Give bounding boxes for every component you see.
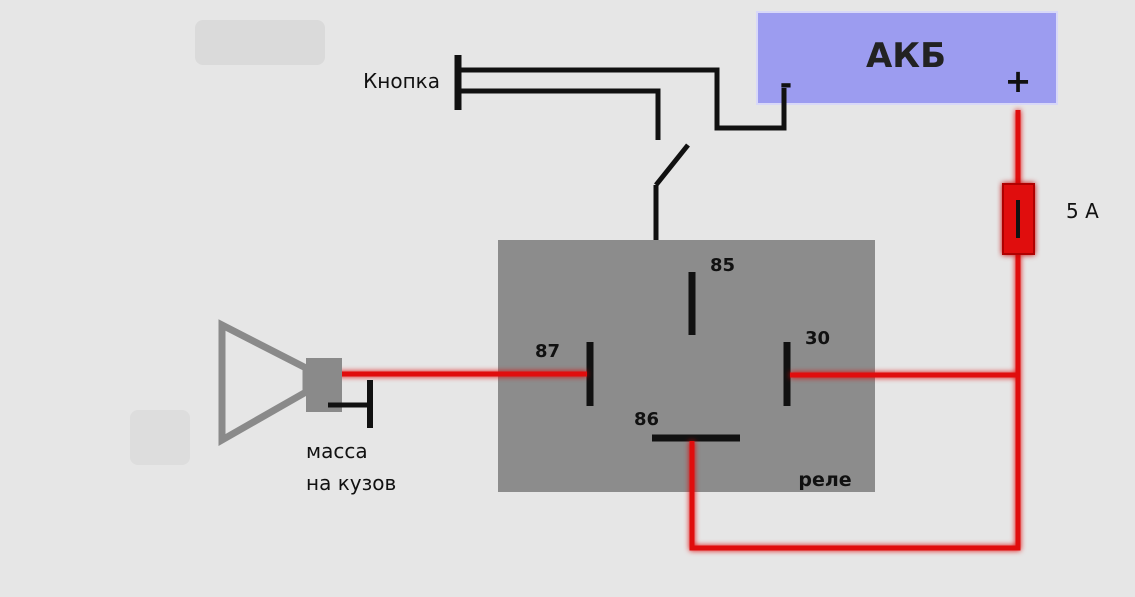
relay-body <box>498 240 875 492</box>
relay: 85 87 30 86 реле <box>498 240 875 492</box>
button-label: Кнопка <box>363 69 440 93</box>
ground-label-line2: на кузов <box>306 471 396 495</box>
wire-battery-minus-to-button <box>458 67 787 131</box>
ground-label-line1: масса <box>306 439 368 463</box>
battery-title: АКБ <box>866 36 946 76</box>
button-lever-wire <box>458 88 661 140</box>
background-smudge <box>130 410 190 465</box>
relay-pin-86-label: 86 <box>634 409 659 430</box>
relay-pin-30-label: 30 <box>805 328 830 349</box>
power-wire-red <box>330 110 1021 551</box>
battery: АКБ - + <box>756 11 1058 105</box>
background-smudge <box>195 20 325 65</box>
relay-label: реле <box>798 469 851 491</box>
fuse-label: 5 А <box>1066 199 1099 223</box>
horn: масса на кузов <box>218 319 396 495</box>
relay-pin-85-label: 85 <box>710 255 735 276</box>
switch-blade <box>654 143 690 187</box>
wire-junction-to-pin-86 <box>689 375 1021 551</box>
battery-body <box>756 11 1058 105</box>
battery-plus-sign: + <box>1005 62 1032 100</box>
relay-pin-87-label: 87 <box>535 341 560 362</box>
horn-cone <box>218 319 310 447</box>
fuse: 5 А <box>1002 183 1099 255</box>
